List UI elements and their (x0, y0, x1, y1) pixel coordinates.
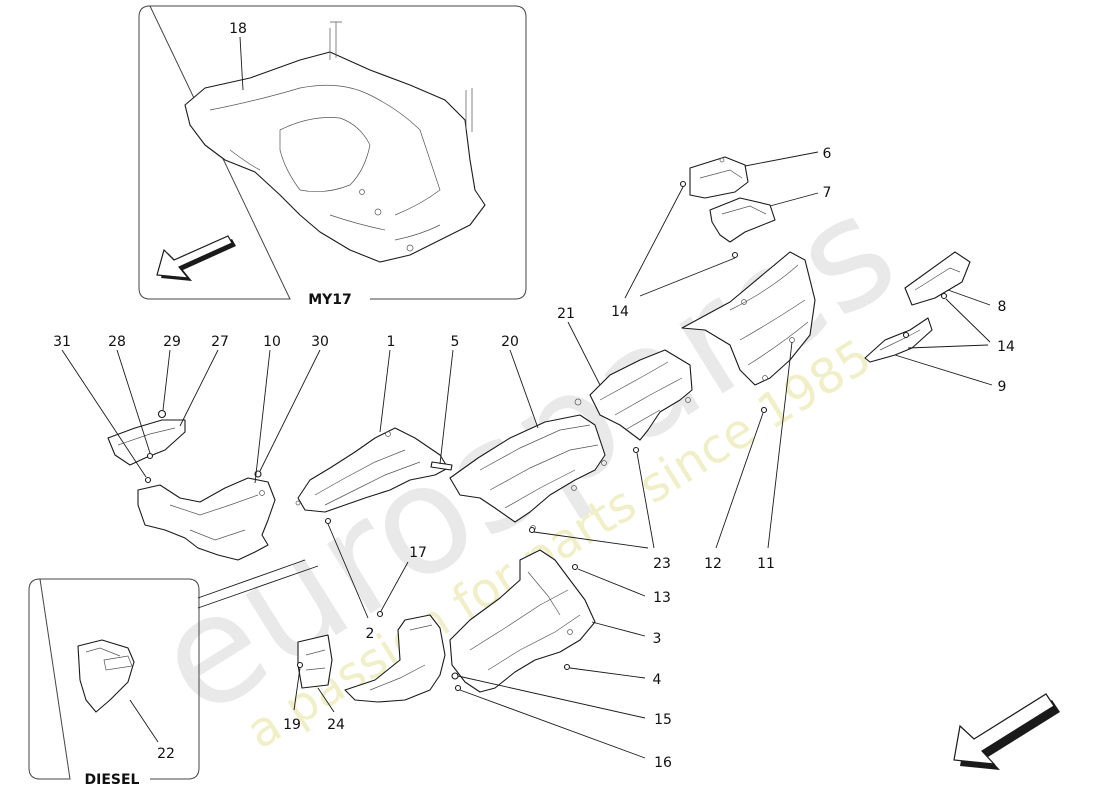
fastener-16 (454, 684, 462, 692)
fastener-23-b (632, 446, 640, 454)
callout-14-b: 14 (997, 339, 1015, 355)
callout-17: 17 (409, 545, 427, 561)
callout-29: 29 (163, 334, 181, 350)
fastener-31 (144, 476, 152, 484)
fastener-13 (571, 563, 579, 571)
heat-shield-7 (709, 197, 776, 243)
callout-21: 21 (557, 306, 575, 322)
heat-shield-6 (689, 156, 749, 199)
bracket-15 (344, 614, 446, 703)
inset-my17-label: MY17 (308, 292, 352, 308)
heat-shield-24 (297, 634, 333, 689)
callout-2: 2 (366, 626, 375, 642)
fastener-19 (296, 661, 304, 669)
direction-arrow-inset (156, 235, 236, 281)
fastener-14-right-b (902, 331, 910, 339)
callout-14-a: 14 (611, 304, 629, 320)
fastener-15 (451, 672, 459, 680)
callout-6: 6 (823, 146, 832, 162)
fastener-12 (760, 406, 768, 414)
heat-shield-18 (184, 21, 486, 263)
callout-31: 31 (53, 334, 71, 350)
callout-27: 27 (211, 334, 229, 350)
callout-9: 9 (998, 379, 1007, 395)
heat-shield-3 (449, 549, 596, 693)
callout-8: 8 (998, 299, 1007, 315)
fastener-14-right-a (940, 292, 948, 300)
callout-19: 19 (283, 717, 301, 733)
heat-shield-20 (449, 414, 607, 531)
callout-28: 28 (108, 334, 126, 350)
heat-shield-10 (137, 477, 276, 561)
callout-30: 30 (311, 334, 329, 350)
callout-11: 11 (757, 556, 775, 572)
direction-arrow-main (953, 693, 1060, 770)
bolt-5 (430, 461, 453, 471)
fastener-14-top (679, 180, 687, 188)
inset-diesel: DIESEL 22 (28, 578, 200, 788)
callout-13: 13 (653, 590, 671, 606)
heat-shield-9 (864, 317, 933, 363)
heat-shield-8 (904, 251, 971, 306)
fastener-28 (146, 452, 154, 460)
callout-1: 1 (387, 334, 396, 350)
callout-24: 24 (327, 717, 345, 733)
fastener-23-a (528, 526, 536, 534)
nut-29 (157, 409, 167, 419)
callout-5: 5 (451, 334, 460, 350)
callout-20: 20 (501, 334, 519, 350)
callout-10: 10 (263, 334, 281, 350)
fastener-4 (563, 663, 571, 671)
callout-22: 22 (157, 746, 175, 762)
fastener-2 (324, 517, 332, 525)
inset-my17: MY17 18 (138, 5, 527, 308)
callout-15: 15 (654, 712, 672, 728)
callout-23: 23 (653, 556, 671, 572)
callout-3: 3 (653, 631, 662, 647)
fastener-17 (376, 610, 384, 618)
heat-shield-22 (77, 639, 135, 713)
callout-7: 7 (823, 185, 832, 201)
inset-diesel-label: DIESEL (85, 772, 140, 788)
callout-16: 16 (654, 755, 672, 771)
callout-12: 12 (704, 556, 722, 572)
fastener-14-mid (731, 251, 739, 259)
callout-4: 4 (653, 672, 662, 688)
callout-18: 18 (229, 21, 247, 37)
heat-shield-21 (574, 349, 693, 441)
